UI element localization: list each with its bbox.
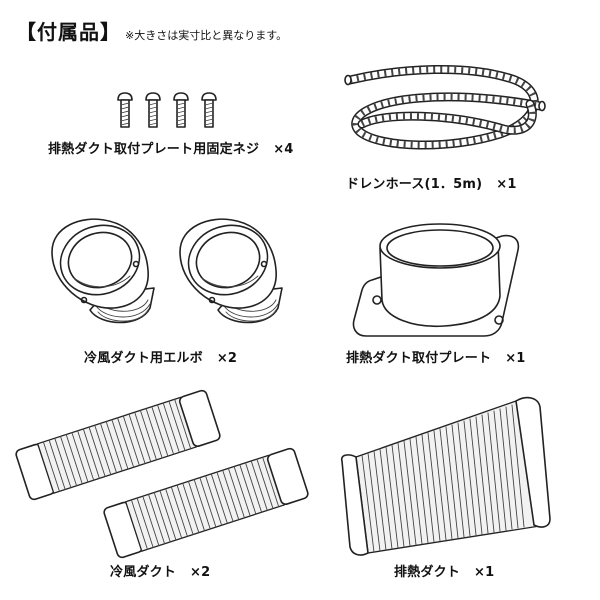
mounting-plate-illustration <box>352 223 520 337</box>
exhaust-duct-end-left <box>340 454 369 556</box>
item-label: 排熱ダクト取付プレート用固定ネジ <box>48 142 260 157</box>
item-qty: ×2 <box>190 565 211 580</box>
item-label: 排熱ダクト取付プレート <box>346 351 492 366</box>
screw-3 <box>173 92 189 128</box>
screws-illustration <box>117 92 217 128</box>
plate-hole-1 <box>372 295 382 305</box>
item-label: 冷風ダクト <box>110 565 177 580</box>
screw-4 <box>201 92 217 128</box>
elbows-illustration <box>51 218 283 324</box>
screw-2 <box>145 92 161 128</box>
cold-air-duct-1 <box>15 389 221 501</box>
item-qty: ×2 <box>216 351 238 366</box>
item-qty: ×1 <box>505 351 526 366</box>
hose-end-right <box>538 100 546 112</box>
screw-1 <box>117 92 133 128</box>
item-label: 排熱ダクト <box>394 565 461 580</box>
exhaust-duct-illustration <box>340 396 551 556</box>
elbow-1 <box>51 218 155 324</box>
drain-hose-illustration <box>344 65 546 150</box>
item-qty: ×1 <box>496 177 517 192</box>
item-caption-screws: 排熱ダクト取付プレート用固定ネジ ×4 <box>48 143 294 156</box>
item-caption-exhaust-duct: 排熱ダクト ×1 <box>394 566 494 579</box>
item-label: 冷風ダクト用エルボ <box>84 351 203 366</box>
item-qty: ×1 <box>474 565 495 580</box>
elbow-2 <box>179 218 283 324</box>
item-caption-mounting-plate: 排熱ダクト取付プレート ×1 <box>346 352 526 365</box>
item-qty: ×4 <box>273 142 294 157</box>
scale-note: ※大きさは実寸比と異なります。 <box>125 29 288 42</box>
header: 【付属品】 ※大きさは実寸比と異なります。 <box>16 22 287 42</box>
page-title: 【付属品】 <box>16 20 121 44</box>
cold-air-duct-2 <box>103 447 309 559</box>
exhaust-duct-end-right <box>515 396 551 528</box>
item-caption-cold-air-ducts: 冷風ダクト ×2 <box>110 566 210 579</box>
cold-air-ducts-illustration <box>15 389 309 559</box>
item-caption-elbows: 冷風ダクト用エルボ ×2 <box>84 352 237 365</box>
hose-end-left <box>344 74 352 86</box>
item-caption-drain-hose: ドレンホース(1．5m) ×1 <box>346 178 517 191</box>
plate-hole-2 <box>494 315 504 325</box>
item-label: ドレンホース(1．5m) <box>346 177 483 192</box>
